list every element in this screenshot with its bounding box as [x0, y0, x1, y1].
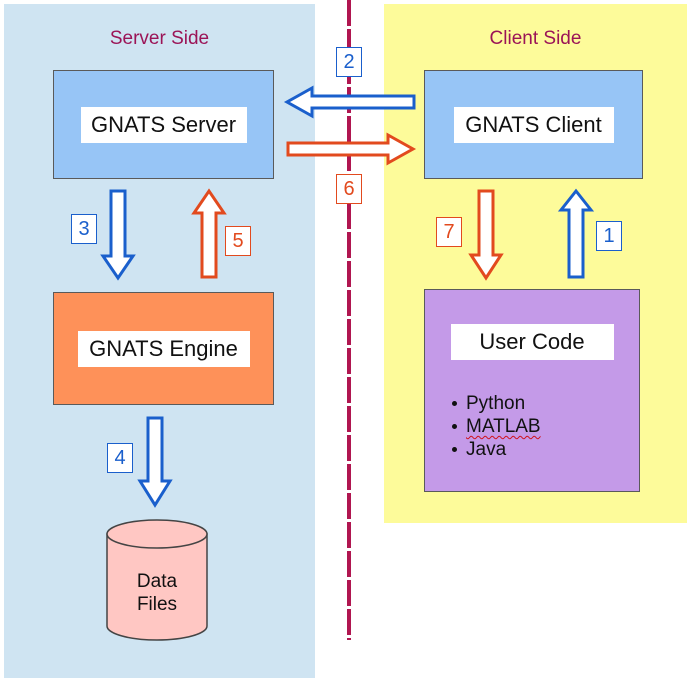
step-1-badge: 1 [596, 221, 622, 251]
arrow-step-4 [137, 416, 173, 508]
network-boundary-line [347, 0, 351, 640]
gnats-engine-box: GNATS Engine [53, 292, 274, 405]
gnats-client-box: GNATS Client [424, 70, 643, 179]
arrow-step-5 [191, 188, 227, 279]
server-side-title: Server Side [109, 28, 210, 49]
arrow-step-7 [468, 189, 504, 281]
gnats-engine-label: GNATS Engine [77, 330, 250, 367]
data-files-database-icon [106, 519, 208, 641]
step-5-badge: 5 [225, 226, 251, 256]
arrow-step-6 [286, 132, 417, 166]
language-item: MATLAB [450, 415, 541, 438]
arrow-step-2 [283, 85, 416, 119]
gnats-server-label: GNATS Server [80, 106, 247, 143]
language-item: Java [450, 438, 541, 461]
user-code-box: User Code [424, 289, 640, 492]
gnats-client-label: GNATS Client [453, 106, 614, 143]
arrow-step-1 [557, 188, 595, 279]
step-4-badge: 4 [107, 443, 133, 473]
language-list: Python MATLAB Java [450, 392, 541, 461]
data-files-label: Data Files [136, 571, 178, 615]
step-6-badge: 6 [336, 174, 362, 204]
step-3-badge: 3 [71, 214, 97, 244]
step-2-badge: 2 [336, 47, 362, 77]
language-item: Python [450, 392, 541, 415]
client-side-title: Client Side [489, 28, 582, 49]
gnats-server-box: GNATS Server [53, 70, 274, 179]
user-code-label: User Code [450, 324, 614, 360]
arrow-step-3 [100, 189, 136, 281]
step-7-badge: 7 [436, 217, 462, 247]
